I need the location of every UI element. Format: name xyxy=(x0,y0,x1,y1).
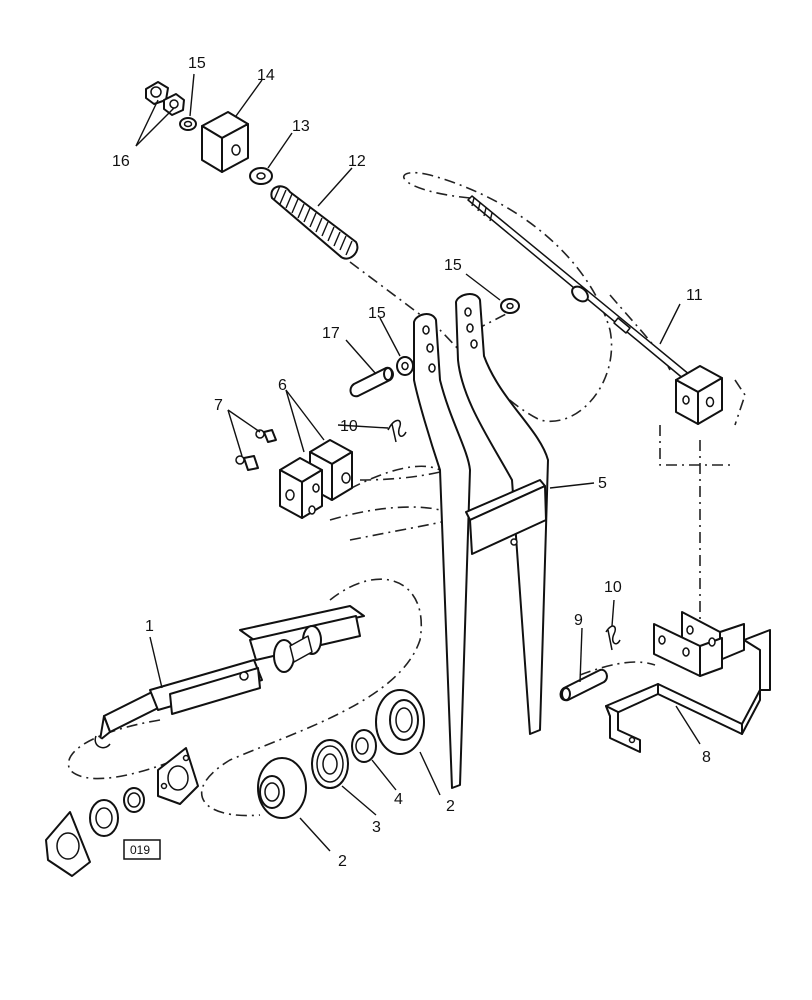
callout-14: 14 xyxy=(257,67,275,84)
bearing-flange-right xyxy=(375,689,425,755)
callout-9: 9 xyxy=(574,612,583,629)
locking-collar xyxy=(351,729,377,763)
callout-10-upper: 10 xyxy=(340,418,358,435)
adjusting-rod xyxy=(467,195,723,425)
fork-frame xyxy=(413,293,549,789)
callout-1: 1 xyxy=(145,618,154,635)
callout-8: 8 xyxy=(702,749,711,766)
callout-15-top: 15 xyxy=(188,55,206,72)
callout-16: 16 xyxy=(112,153,130,170)
hair-pin-clip-upper xyxy=(387,419,407,443)
callout-2-right: 2 xyxy=(446,798,455,815)
nut-pair xyxy=(145,81,185,116)
callout-6: 6 xyxy=(278,377,287,394)
clevis-pin xyxy=(559,668,608,702)
flange-bearing-small xyxy=(45,747,199,877)
grease-fittings xyxy=(235,429,277,471)
washer-middle xyxy=(396,298,520,376)
callout-2-left: 2 xyxy=(338,853,347,870)
callout-15-lower: 15 xyxy=(368,305,386,322)
reference-code: 019 xyxy=(130,843,150,857)
spring-washer xyxy=(249,167,273,185)
drive-shaft-arm xyxy=(94,605,365,749)
callout-12: 12 xyxy=(348,153,366,170)
pivot-blocks xyxy=(279,439,353,519)
spring-block xyxy=(201,111,249,173)
callout-5: 5 xyxy=(598,475,607,492)
callout-4: 4 xyxy=(394,791,403,808)
callout-10-lower: 10 xyxy=(604,579,622,596)
reference-code-box: 019 xyxy=(123,839,161,860)
callout-17: 17 xyxy=(322,325,340,342)
compression-spring xyxy=(270,185,359,260)
leader-lines xyxy=(135,73,701,852)
ball-bearing xyxy=(311,739,349,789)
washer-top xyxy=(179,117,197,131)
callout-labels: 1 2 2 3 4 5 6 7 8 9 10 10 11 12 13 14 15… xyxy=(112,55,711,870)
hair-pin-clip-lower xyxy=(605,625,621,651)
mounting-bracket xyxy=(605,611,771,753)
callout-7: 7 xyxy=(214,397,223,414)
bearing-flange-left xyxy=(257,757,307,819)
callout-11: 11 xyxy=(686,287,703,304)
callout-3: 3 xyxy=(372,819,381,836)
callout-13: 13 xyxy=(292,118,310,135)
pivot-pin xyxy=(349,366,394,398)
callout-15-middle: 15 xyxy=(444,257,462,274)
